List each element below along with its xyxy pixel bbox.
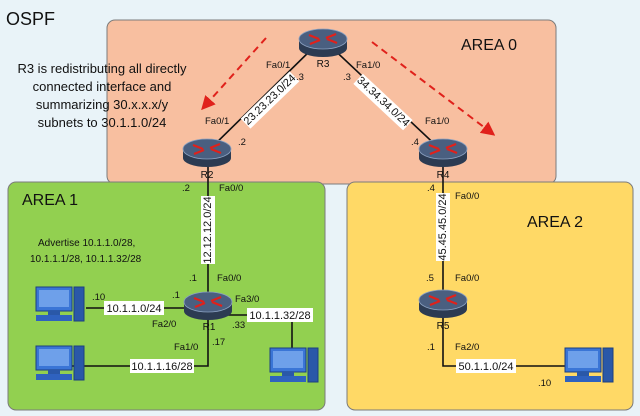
iface-r5-host-5: .5	[426, 273, 434, 284]
label-bg-pc4	[456, 359, 516, 373]
iface-r2-fa00: Fa0/0	[219, 183, 243, 194]
redistribution-note: R3 is redistributing all directly connec…	[17, 61, 187, 130]
router-arrows-icon	[193, 295, 223, 309]
label-bg-r1-r2	[201, 196, 215, 264]
iface-r1-host-b: .1	[172, 290, 180, 301]
iface-r5-fa00: Fa0/0	[455, 273, 479, 284]
iface-r5-fa20: Fa2/0	[455, 342, 479, 353]
iface-r1-fa00: Fa0/0	[217, 273, 241, 284]
pc-4[interactable]	[564, 347, 614, 383]
link-r5-pc4	[442, 315, 567, 367]
note-line: R3 is redistributing all directly	[17, 61, 187, 76]
router-arrows-icon	[428, 293, 458, 307]
area-2-box	[346, 181, 634, 411]
router-label-r3: R3	[317, 59, 330, 70]
pc-3[interactable]	[269, 347, 319, 383]
area-1-label: AREA 1	[22, 192, 78, 209]
iface-r3-fa01: Fa0/1	[266, 60, 290, 71]
router-r4[interactable]: R4	[418, 138, 468, 181]
pc-1[interactable]	[35, 286, 85, 322]
iface-r4-fa10: Fa1/0	[425, 116, 449, 127]
router-arrows-icon	[428, 142, 458, 156]
label-bg-pc1	[104, 301, 164, 315]
iface-pc4-host: .10	[538, 378, 551, 389]
advertise-line: 10.1.1.1/28, 10.1.1.32/28	[30, 254, 142, 265]
area-1-box	[7, 181, 326, 411]
note-line: subnets to 30.1.1.0/24	[38, 115, 167, 130]
iface-r5-host-1: .1	[427, 342, 435, 353]
iface-r1-fa30: Fa3/0	[235, 294, 259, 305]
iface-r2-fa01: Fa0/1	[205, 116, 229, 127]
iface-r2-host-a: .2	[238, 137, 246, 148]
computer-icon	[35, 345, 85, 381]
link-r1-pc2	[72, 320, 209, 367]
label-bg-pc3	[247, 308, 313, 322]
iface-r3-host-b: .3	[343, 72, 351, 83]
router-r2[interactable]: R2	[182, 138, 232, 181]
link-label-pc3: 10.1.1.32/28	[249, 310, 310, 322]
link-r2-r3	[206, 42, 319, 153]
link-label-pc4: 50.1.1.0/24	[458, 361, 513, 373]
iface-r3-host-a: .3	[296, 72, 304, 83]
redistribution-arrow-right	[371, 41, 496, 136]
iface-r3-fa10: Fa1/0	[356, 60, 380, 71]
router-r1[interactable]: R1	[183, 291, 233, 333]
iface-r1-host-33: .33	[232, 320, 245, 331]
router-label-r1: R1	[203, 322, 216, 333]
label-bg-r2-r3	[240, 71, 300, 129]
iface-r1-fa20: Fa2/0	[152, 319, 176, 330]
iface-pc1-host: .10	[92, 292, 105, 303]
redistribution-arrow-left	[201, 37, 267, 111]
label-bg-pc2	[130, 359, 194, 373]
router-label-r2: R2	[201, 170, 214, 181]
computer-icon	[35, 286, 85, 322]
area-0-label: AREA 0	[461, 37, 517, 54]
link-label-pc2: 10.1.1.16/28	[131, 361, 192, 373]
iface-r2-host-b: .2	[182, 183, 190, 194]
iface-r4-fa00: Fa0/0	[455, 191, 479, 202]
router-r5[interactable]: R5	[418, 289, 468, 332]
link-label-r1-r2: 12.12.12.0/24	[202, 196, 214, 263]
note-line: connected interface and	[33, 79, 172, 94]
diagram-title: OSPF	[6, 9, 55, 29]
router-r3[interactable]: R3	[298, 28, 348, 70]
computer-icon	[269, 347, 319, 383]
router-arrows-icon	[192, 142, 222, 156]
router-label-r5: R5	[437, 321, 450, 332]
note-line: summarizing 30.x.x.x/y	[36, 97, 169, 112]
label-bg-r4-r5	[436, 193, 450, 261]
iface-r4-host-a: .4	[411, 137, 419, 148]
iface-r1-host-17: .17	[212, 337, 225, 348]
iface-r4-host-b: .4	[427, 183, 435, 194]
router-arrows-icon	[308, 32, 338, 46]
iface-r1-fa10: Fa1/0	[174, 342, 198, 353]
area-2-label: AREA 2	[527, 214, 583, 231]
computer-icon	[564, 347, 614, 383]
router-label-r4: R4	[437, 170, 450, 181]
link-label-pc1: 10.1.1.0/24	[106, 303, 161, 315]
pc-2[interactable]	[35, 345, 85, 381]
iface-r1-host-a: .1	[189, 273, 197, 284]
advertise-line: Advertise 10.1.1.0/28,	[38, 238, 135, 249]
label-bg-r3-r4	[353, 73, 413, 131]
link-label-r4-r5: 45.45.45.0/24	[437, 193, 449, 260]
